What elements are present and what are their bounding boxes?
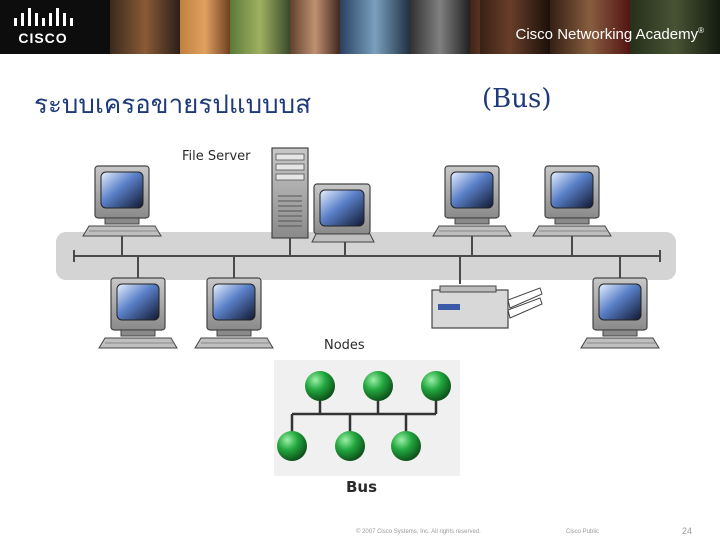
banner-photo [550,0,630,54]
server-monitor-icon [311,183,375,243]
workstation-icon [82,165,162,237]
academy-title: Cisco Networking Academy® [516,26,704,43]
registered-mark: ® [698,26,704,35]
workstation-icon [194,277,274,349]
workstation-icon [432,165,512,237]
banner-photo [110,0,180,54]
cisco-logo-text: CISCO [18,30,68,46]
academy-name: Cisco Networking Academy [515,26,699,43]
workstation-icon [98,277,178,349]
footer-copyright: © 2007 Cisco Systems, Inc. All rights re… [356,529,481,535]
bus-label: Bus [346,478,377,496]
banner-photo [340,0,410,54]
banner-photo [630,0,720,54]
slide-title-thai: ระบบเครอขายรปแบบบส [34,90,312,120]
workstation-icon [532,165,612,237]
slide-title-bus: (Bus) [482,84,552,114]
page-number: 24 [682,526,693,536]
node-bus-schematic [274,360,460,476]
node-icon [363,371,393,401]
banner-photo [180,0,230,54]
header-banner: CISCO Cisco Networking Academy® [0,0,720,54]
workstation-icon [580,277,660,349]
banner-photo [410,0,470,54]
nodes-label: Nodes [324,338,365,353]
file-server-label: File Server [182,149,251,164]
banner-photo [470,0,550,54]
banner-shade [480,0,720,54]
footer-classification: Cisco Public [566,529,600,535]
node-icon [277,431,307,461]
node-icon [391,431,421,461]
drop-cables [121,236,621,284]
node-icon [335,431,365,461]
node-icon [421,371,451,401]
banner-photo [290,0,340,54]
printer-icon [431,285,543,329]
file-server-icon [271,147,309,239]
cisco-logo: CISCO [10,8,76,48]
banner-photo [230,0,290,54]
cisco-bridge-icon [14,8,73,26]
node-icon [305,371,335,401]
